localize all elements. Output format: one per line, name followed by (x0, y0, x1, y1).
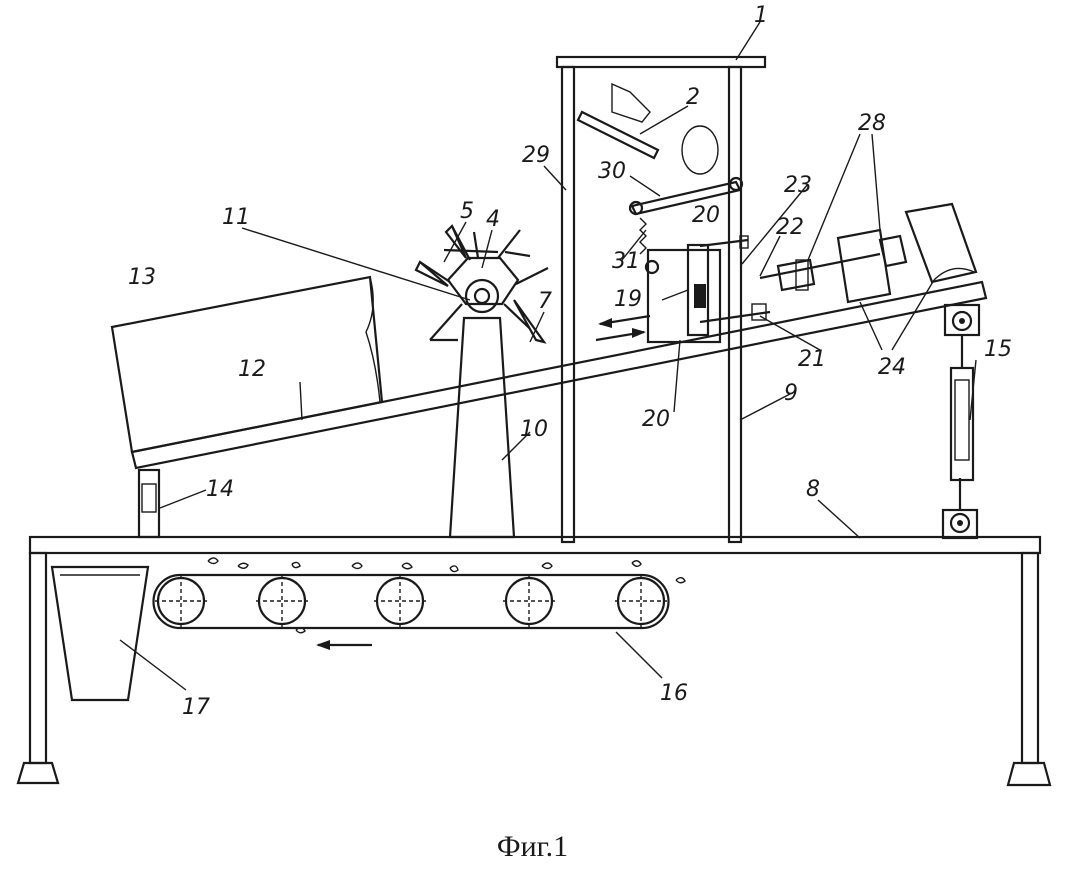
label-28: 28 (858, 111, 886, 136)
label-13: 13 (128, 265, 156, 290)
deflector-plate (578, 112, 658, 158)
label-2: 2 (686, 85, 700, 110)
motion-arrows (596, 316, 650, 340)
label-8: 8 (806, 477, 820, 502)
falling-pieces (612, 84, 718, 174)
label-9: 9 (784, 381, 798, 406)
reference-numerals: 1 2 4 5 7 8 9 10 11 12 13 14 15 16 17 19… (128, 3, 1012, 720)
belt-conveyor (154, 558, 686, 650)
label-5: 5 (460, 199, 474, 224)
support-14 (139, 470, 159, 537)
label-16: 16 (660, 681, 688, 706)
chute-frame (557, 57, 765, 542)
label-19: 19 (614, 287, 642, 312)
label-14: 14 (206, 477, 234, 502)
label-10: 10 (520, 417, 548, 442)
label-30: 30 (598, 159, 626, 184)
collection-bin (52, 567, 148, 700)
rotor-pedestal (450, 318, 514, 537)
label-4: 4 (486, 207, 500, 232)
rotor (416, 226, 548, 342)
conveyor-direction-arrow (316, 640, 372, 650)
figure-caption: Фиг.1 (0, 830, 1065, 864)
label-21: 21 (798, 347, 826, 372)
hydraulic-cylinder (943, 305, 979, 538)
rotor-blades (416, 226, 548, 342)
label-11: 11 (222, 205, 250, 230)
label-22: 22 (776, 215, 804, 240)
label-20a: 20 (692, 203, 720, 228)
label-17: 17 (182, 695, 210, 720)
label-29: 29 (522, 143, 550, 168)
label-12: 12 (238, 357, 266, 382)
label-15: 15 (984, 337, 1012, 362)
label-20b: 20 (642, 407, 670, 432)
label-7: 7 (538, 289, 552, 314)
label-31: 31 (612, 249, 640, 274)
label-23: 23 (784, 173, 812, 198)
particles (208, 558, 685, 633)
label-1: 1 (754, 3, 768, 28)
conveyor-rollers (155, 575, 667, 627)
label-24: 24 (878, 355, 906, 380)
